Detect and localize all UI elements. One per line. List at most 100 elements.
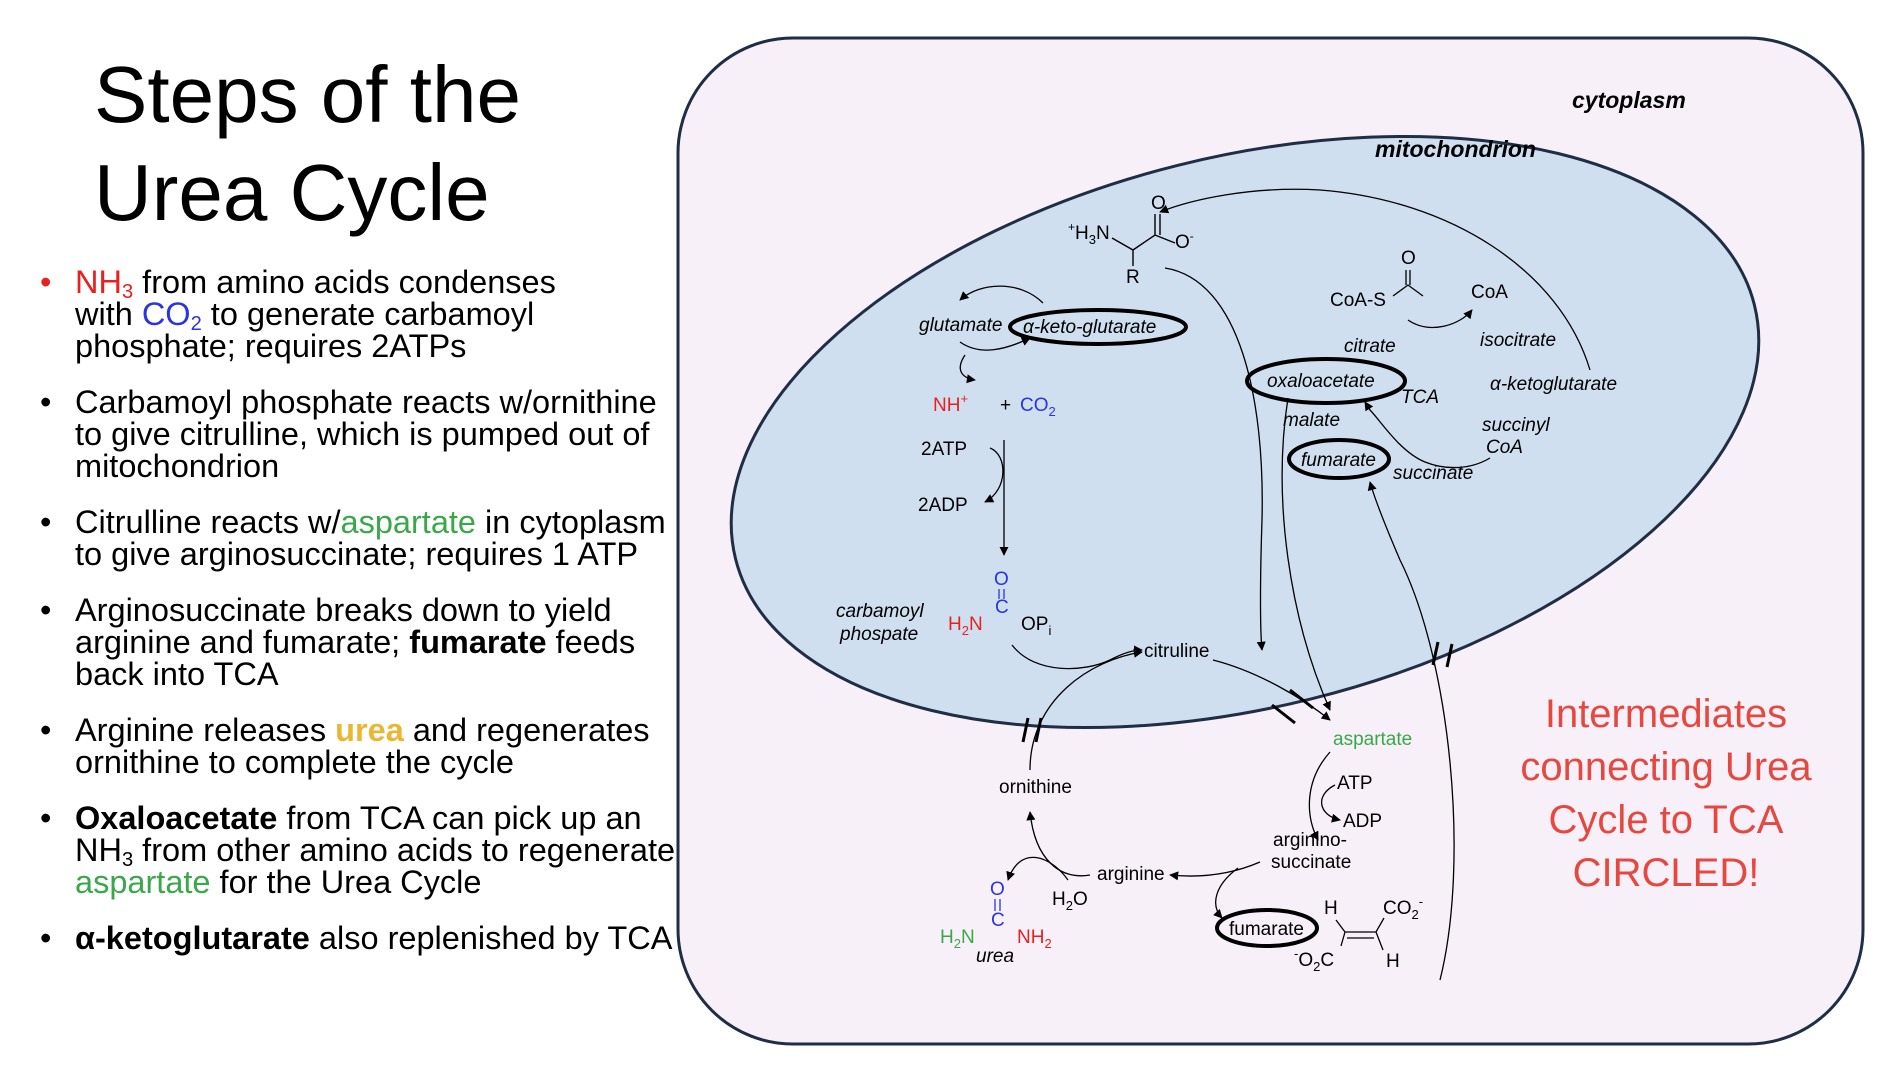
bullet-item: • Carbamoyl phosphate reacts w/ornithine… bbox=[40, 384, 657, 484]
title-line-2: Urea Cycle bbox=[94, 148, 490, 237]
atp-adp-arrow bbox=[984, 447, 1004, 503]
adp-label: ADP bbox=[1343, 811, 1382, 832]
bullet-item: • Citrulline reacts w/aspartate in cytop… bbox=[40, 504, 666, 572]
svg-text:CIRCLED!: CIRCLED! bbox=[1573, 851, 1760, 895]
svg-text:O: O bbox=[1401, 248, 1416, 269]
tca-cycle-arrow bbox=[1364, 401, 1491, 469]
membrane-break-marks bbox=[1021, 641, 1454, 743]
amino-acid-bonds bbox=[1111, 214, 1176, 266]
fumarate-return-arrow bbox=[1367, 481, 1455, 981]
akg-tca-label: α-ketoglutarate bbox=[1490, 374, 1617, 395]
svg-text:C: C bbox=[995, 597, 1009, 618]
fumarate-bottom-circle bbox=[1215, 908, 1319, 948]
svg-text:OPi: OPi bbox=[1021, 614, 1051, 638]
cytoplasm-label: cytoplasm bbox=[1572, 87, 1686, 113]
svg-text:C: C bbox=[991, 910, 1005, 931]
co2-term: CO2 bbox=[141, 296, 202, 336]
bullet-dot: • bbox=[40, 800, 52, 836]
atp-adp-arrow-cyto bbox=[1320, 784, 1341, 823]
atp2-label: 2ATP bbox=[921, 439, 967, 460]
bullet-item: • Arginosuccinate breaks down to yield a… bbox=[40, 592, 636, 692]
svg-text:-O2C: -O2C bbox=[1294, 946, 1334, 974]
fumarate-term: fumarate bbox=[409, 624, 547, 660]
oxaloacetate-term: Oxaloacetate bbox=[75, 800, 278, 836]
to-fumarate-arrow bbox=[1213, 867, 1239, 919]
svg-text:CO2-: CO2- bbox=[1383, 894, 1423, 922]
oxaloacetate-label: oxaloacetate bbox=[1267, 371, 1375, 392]
coa-label: CoA bbox=[1471, 282, 1508, 303]
coa-release-arrow bbox=[1407, 309, 1473, 329]
fumarate-circle bbox=[1287, 438, 1391, 480]
svg-text:O: O bbox=[990, 879, 1005, 900]
svg-text:H2N: H2N bbox=[940, 927, 975, 951]
svg-text:Intermediates: Intermediates bbox=[1545, 692, 1787, 736]
bullet-dot: • bbox=[40, 592, 52, 628]
acetyl-coa: O CoA-S bbox=[1330, 248, 1424, 311]
aspartate-label: aspartate bbox=[1333, 729, 1412, 750]
svg-text:CoA-S: CoA-S bbox=[1330, 290, 1386, 311]
svg-text:H2O: H2O bbox=[1052, 889, 1088, 913]
argininosuccinate-label-2: succinate bbox=[1271, 852, 1351, 873]
svg-text:H2N: H2N bbox=[948, 614, 983, 638]
callout-text: Intermediates connecting Urea Cycle to T… bbox=[1520, 692, 1812, 895]
bullet-dot: • bbox=[40, 264, 52, 300]
arrow-to-akg bbox=[959, 337, 1031, 351]
amino-acid-down-arrow bbox=[1164, 267, 1266, 651]
svg-text:urea: urea bbox=[976, 946, 1014, 967]
ornithine-label: ornithine bbox=[999, 777, 1072, 798]
isocitrate-label: isocitrate bbox=[1480, 330, 1556, 351]
to-arginine-arrow bbox=[1169, 861, 1261, 881]
plus-sign: + bbox=[1000, 395, 1011, 416]
ornithine-to-citruline-arrow bbox=[1029, 648, 1143, 771]
glutamate-label: glutamate bbox=[919, 315, 1002, 336]
aspartate-to-argininosuccinate-arrow bbox=[1308, 751, 1331, 841]
svg-text:carbamoyl: carbamoyl bbox=[836, 601, 924, 622]
tca-label: TCA bbox=[1401, 387, 1439, 408]
svg-text:O: O bbox=[994, 569, 1009, 590]
akg-label: α-keto-glutarate bbox=[1023, 317, 1156, 338]
mitochondrion-ellipse bbox=[729, 134, 1761, 730]
urea-structure: O C H2N NH2 urea bbox=[940, 879, 1052, 967]
svg-text:H: H bbox=[1386, 951, 1400, 972]
adp2-label: 2ADP bbox=[918, 495, 968, 516]
nh3-term: NH3 bbox=[75, 264, 134, 304]
arrow-to-nh4 bbox=[959, 354, 976, 384]
svg-text:NH2: NH2 bbox=[1017, 927, 1052, 951]
svg-text:connecting Urea: connecting Urea bbox=[1520, 745, 1812, 789]
bullet-dot: • bbox=[40, 712, 52, 748]
bullet-dot: • bbox=[40, 504, 52, 540]
citruline-to-aspartate-arrow bbox=[1212, 659, 1331, 721]
akg-to-amino-acid-arrow bbox=[1159, 188, 1591, 371]
fumarate-label: fumarate bbox=[1301, 450, 1376, 471]
to-urea-arrow bbox=[1006, 856, 1069, 881]
bullet-list: • NH3 from amino acids condenses with CO… bbox=[40, 266, 680, 978]
succinyl-label: succinyl bbox=[1482, 415, 1550, 436]
bullet-item: • Arginine releases urea and regenerates… bbox=[40, 712, 650, 780]
bullet-item: • NH3 from amino acids condenses with CO… bbox=[40, 264, 556, 364]
succinate-label: succinate bbox=[1393, 463, 1473, 484]
amino-acid-r: R bbox=[1126, 267, 1140, 288]
aspartate-term: aspartate bbox=[75, 864, 211, 900]
argininosuccinate-label-1: arginino- bbox=[1273, 830, 1347, 851]
akg-term: α-ketoglutarate bbox=[75, 920, 310, 956]
svg-text:NH+: NH+ bbox=[933, 391, 968, 416]
urea-term: urea bbox=[335, 712, 404, 748]
oxaloacetate-to-aspartate-arrow bbox=[1281, 397, 1331, 711]
aspartate-term: aspartate bbox=[340, 504, 477, 540]
carbamoyl-phosphate: carbamoyl phospate O C H2N OPi bbox=[836, 569, 1051, 645]
bullet-item: • Oxaloacetate from TCA can pick up an N… bbox=[40, 800, 676, 900]
slide-title: Steps of the Urea Cycle bbox=[94, 46, 654, 242]
akg-circle bbox=[1008, 308, 1188, 346]
malate-label: malate bbox=[1283, 410, 1340, 431]
fumarate-structure: H CO2- -O2C H bbox=[1294, 894, 1423, 974]
title-line-1: Steps of the bbox=[94, 50, 521, 139]
svg-text:phospate: phospate bbox=[839, 624, 918, 645]
bullet-item: • α-ketoglutarate also replenished by TC… bbox=[40, 920, 673, 956]
succinyl-coa-label: CoA bbox=[1486, 437, 1523, 458]
arrow-to-glutamate bbox=[959, 285, 1044, 304]
svg-text:CO2: CO2 bbox=[1020, 395, 1056, 419]
atp-label: ATP bbox=[1337, 773, 1373, 794]
svg-text:H: H bbox=[1324, 898, 1338, 919]
mitochondrion-label: mitochondrion bbox=[1375, 136, 1536, 162]
